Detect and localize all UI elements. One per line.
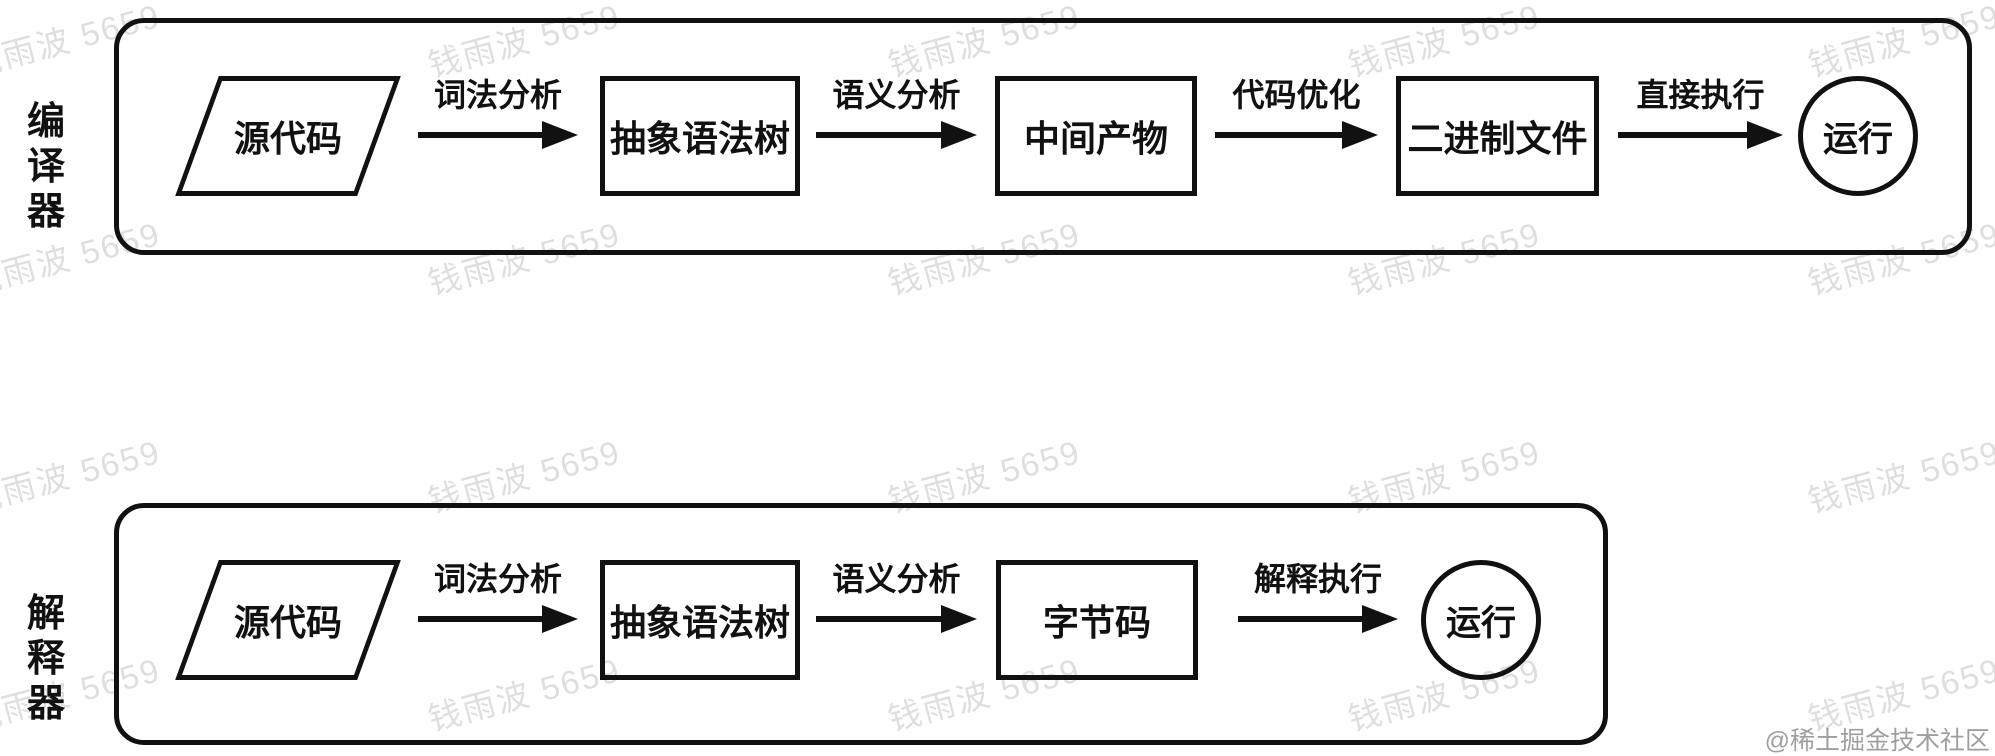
edge-label: 解释执行 <box>1253 561 1383 597</box>
edge-label: 词法分析 <box>433 77 563 113</box>
arrow-line <box>816 132 949 138</box>
community-attribution: @稀土掘金技术社区 <box>1764 727 1990 755</box>
interpreter-edge-semantic-analysis: 语义分析 <box>816 550 977 633</box>
edge-label: 语义分析 <box>832 561 961 597</box>
compiler-node-source-code: 源代码 <box>175 76 401 196</box>
compiler-node-ast: 抽象语法树 <box>600 76 800 196</box>
edge-label: 代码优化 <box>1232 77 1361 113</box>
arrowhead-icon <box>1747 121 1783 149</box>
compiler-lane-label: 编译器 <box>26 101 65 233</box>
edge-label: 语义分析 <box>832 77 961 113</box>
node-label: 源代码 <box>233 602 342 643</box>
interpreter-node-ast: 抽象语法树 <box>600 560 800 680</box>
node-label: 源代码 <box>233 118 342 159</box>
edge-label: 词法分析 <box>433 561 563 597</box>
interpreter-node-run: 运行 <box>1421 560 1541 680</box>
arrowhead-icon <box>542 605 578 633</box>
interpreter-edge-lexical-analysis: 词法分析 <box>418 550 578 633</box>
compiler-edge-lexical-analysis: 词法分析 <box>418 66 578 149</box>
arrowhead-icon <box>941 121 977 149</box>
arrow-line <box>1618 132 1755 138</box>
arrow-line <box>816 616 949 622</box>
compiler-edge-semantic-analysis: 语义分析 <box>816 66 977 149</box>
compiler-lane-frame <box>114 18 1972 255</box>
compiler-node-run: 运行 <box>1798 76 1918 196</box>
arrow-line <box>1215 132 1350 138</box>
compiler-edge-code-optimization: 代码优化 <box>1215 66 1378 149</box>
compiler-edge-direct-execution: 直接执行 <box>1618 66 1783 149</box>
arrowhead-icon <box>542 121 578 149</box>
edge-label: 直接执行 <box>1636 77 1765 113</box>
arrow-line <box>418 616 550 622</box>
interpreter-node-source-code: 源代码 <box>175 560 401 680</box>
arrowhead-icon <box>1362 605 1398 633</box>
interpreter-node-bytecode: 字节码 <box>996 560 1198 680</box>
interpreter-edge-interpreted-execution: 解释执行 <box>1238 550 1398 633</box>
arrowhead-icon <box>941 605 977 633</box>
interpreter-lane-label: 解释器 <box>26 593 65 725</box>
arrow-line <box>1238 616 1370 622</box>
compiler-node-intermediate: 中间产物 <box>995 76 1197 196</box>
compiler-node-binary-file: 二进制文件 <box>1396 76 1599 196</box>
arrowhead-icon <box>1342 121 1378 149</box>
watermark-text: 钱雨波 5659 <box>1804 432 1995 520</box>
arrow-line <box>418 132 550 138</box>
interpreter-lane-frame <box>114 503 1608 745</box>
